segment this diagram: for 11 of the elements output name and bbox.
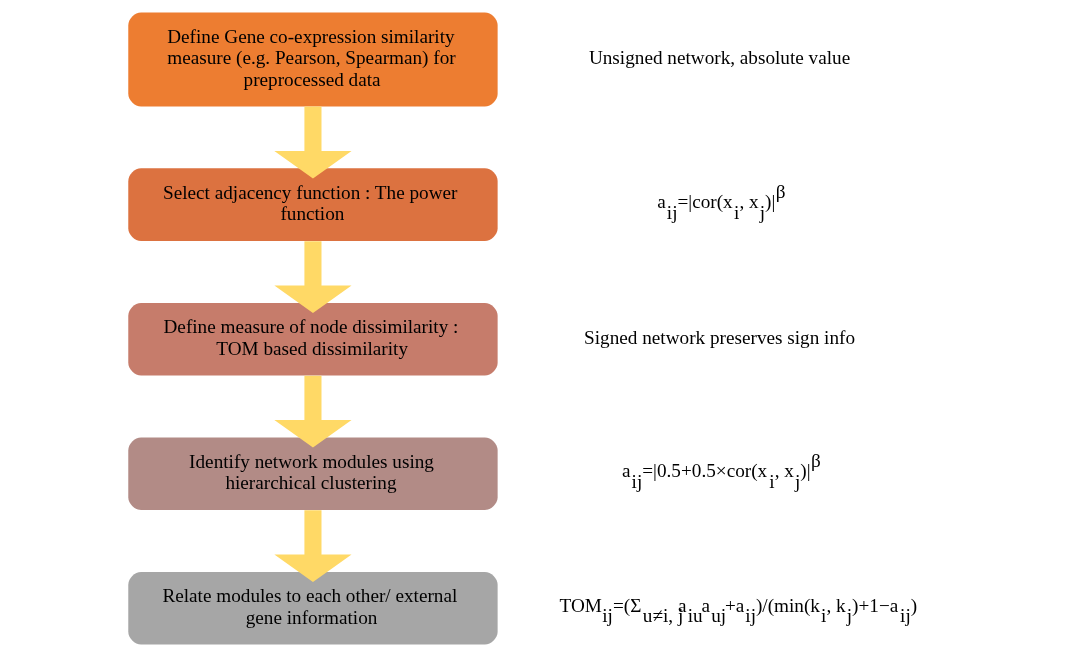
label: Signed network preserves sign info: [584, 326, 856, 348]
node-box: Define Gene co-expression similarity measure (e.g. Pearson, Spearman) for preprocessed data: [128, 12, 498, 107]
node-box: Identify network modules using hierarchical clustering: [128, 437, 498, 510]
node-box: Select adjacency function : The power function: [128, 168, 498, 241]
arrow: [274, 241, 352, 314]
node-box: Define measure of node dissimilarity : TOM based dissimilarity: [128, 302, 498, 376]
arrow: [274, 106, 352, 179]
node-box: Relate modules to each other/ external gene information: [128, 571, 498, 645]
label: Unsigned network, absolute value: [588, 47, 851, 69]
arrow: [274, 510, 352, 583]
arrow: [274, 375, 352, 448]
